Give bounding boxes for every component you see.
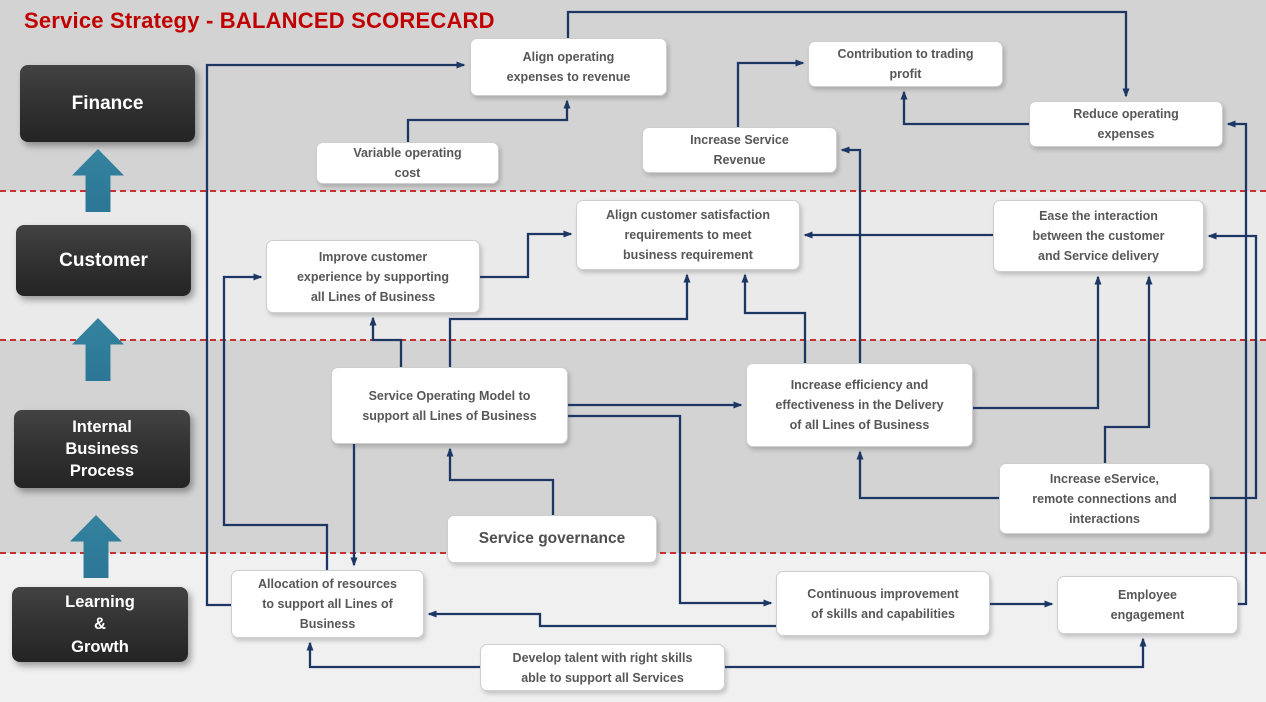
node-increase-eservice: Increase eService, remote connections an… [999,463,1210,534]
node-develop-talent: Develop talent with right skills able to… [480,644,725,691]
node-service-governance: Service governance [447,515,657,563]
node-allocation-of-resources: Allocation of resources to support all L… [231,570,424,638]
node-contribution-trading-profit: Contribution to trading profit [808,41,1003,87]
node-align-operating-expenses: Align operating expenses to revenue [470,38,667,96]
node-reduce-operating-expenses: Reduce operating expenses [1029,101,1223,147]
perspective-learning-growth: Learning & Growth [12,587,188,662]
perspective-divider [0,190,1266,192]
node-variable-operating-cost: Variable operating cost [316,142,499,184]
node-continuous-improvement: Continuous improvement of skills and cap… [776,571,990,636]
perspective-customer: Customer [16,225,191,296]
perspective-finance: Finance [20,65,195,142]
node-ease-interaction: Ease the interaction between the custome… [993,200,1204,272]
node-service-operating-model: Service Operating Model to support all L… [331,367,568,444]
page-title: Service Strategy - BALANCED SCORECARD [24,8,495,33]
node-align-customer-satisfaction: Align customer satisfaction requirements… [576,200,800,270]
perspective-internal-business-process: Internal Business Process [14,410,190,488]
node-increase-efficiency: Increase efficiency and effectiveness in… [746,363,973,447]
node-improve-customer-experience: Improve customer experience by supportin… [266,240,480,313]
perspective-divider [0,339,1266,341]
node-increase-service-revenue: Increase Service Revenue [642,127,837,173]
node-employee-engagement: Employee engagement [1057,576,1238,634]
